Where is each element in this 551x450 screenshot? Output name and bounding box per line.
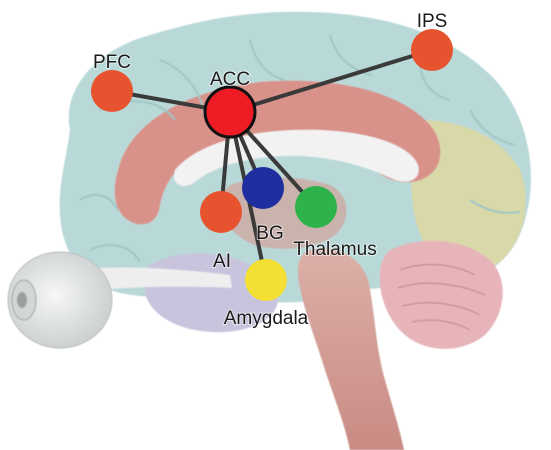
node-label-ai: AI <box>213 251 231 272</box>
node-label-pfc: PFC <box>93 52 131 73</box>
node-label-amygdala: Amygdala <box>224 308 309 329</box>
occipital-lobe <box>411 120 526 272</box>
brainstem <box>297 248 404 450</box>
node-bg <box>242 167 284 209</box>
brain-sagittal-section <box>7 11 531 450</box>
cingulate-gyrus <box>114 80 441 225</box>
node-label-thalamus: Thalamus <box>293 239 376 260</box>
network-nodes <box>91 29 453 301</box>
node-acc <box>203 85 257 139</box>
node-amygdala <box>245 259 287 301</box>
node-ai <box>200 191 242 233</box>
node-pfc <box>91 70 133 112</box>
node-label-acc: ACC <box>210 69 250 90</box>
node-ips <box>411 29 453 71</box>
edge-acc-ips <box>228 48 434 114</box>
eyeball <box>7 251 113 349</box>
cerebellum-folia <box>397 263 486 331</box>
cerebellum <box>379 240 503 349</box>
node-thalamus <box>295 186 337 228</box>
cerebral-cortex <box>59 11 531 303</box>
node-label-ips: IPS <box>417 11 448 32</box>
node-label-bg: BG <box>256 223 283 244</box>
optic-nerve <box>100 267 232 290</box>
